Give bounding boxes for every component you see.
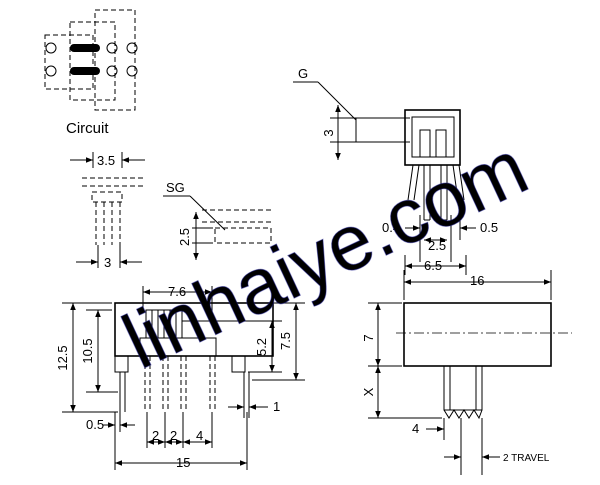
dim-10-5: 10.5 xyxy=(80,338,95,363)
watermark-text: linhaiye.com xyxy=(110,122,540,385)
dim-4-right: 4 xyxy=(412,421,419,436)
dim-0-4: 0.4 xyxy=(382,220,400,235)
travel-label: 2 TRAVEL xyxy=(503,453,550,464)
dim-4-left: 4 xyxy=(196,428,203,443)
dim-1: 1 xyxy=(273,399,280,414)
side-view: 16 7 X 4 2 TRAVEL xyxy=(361,270,572,475)
g-label: G xyxy=(298,66,308,81)
dim-2-5-bottom: 2.5 xyxy=(428,238,446,253)
dim-16: 16 xyxy=(470,273,484,288)
front-view: 7.6 12.5 10.5 5.2 xyxy=(55,284,305,470)
circuit-diagram: Circuit xyxy=(44,9,138,137)
dim-2-5-left: 2.5 xyxy=(177,228,192,246)
dim-2-b: 2 xyxy=(170,428,177,443)
dim-0-5-left: 0.5 xyxy=(86,417,104,432)
dim-x: X xyxy=(361,387,376,396)
dim-5-2: 5.2 xyxy=(254,338,269,356)
pin-detail-view: 3.5 3 xyxy=(70,152,145,270)
dim-3-top: 3 xyxy=(321,129,336,136)
sg-detail-view: SG 2.5 xyxy=(163,180,272,260)
dim-7: 7 xyxy=(361,334,376,341)
circuit-label: Circuit xyxy=(66,120,109,137)
dim-12-5: 12.5 xyxy=(55,345,70,370)
dim-3-5: 3.5 xyxy=(97,153,115,168)
dim-6-5: 6.5 xyxy=(424,258,442,273)
sg-label: SG xyxy=(166,180,185,195)
dim-2-a: 2 xyxy=(152,428,159,443)
dim-7-5: 7.5 xyxy=(278,332,293,350)
dim-7-6: 7.6 xyxy=(168,284,186,299)
g-detail-view: G 3 0.4 0.5 2.5 6.5 xyxy=(293,66,498,275)
dim-0-5-right: 0.5 xyxy=(480,220,498,235)
dim-3-left: 3 xyxy=(104,255,111,270)
dim-15: 15 xyxy=(176,455,190,470)
